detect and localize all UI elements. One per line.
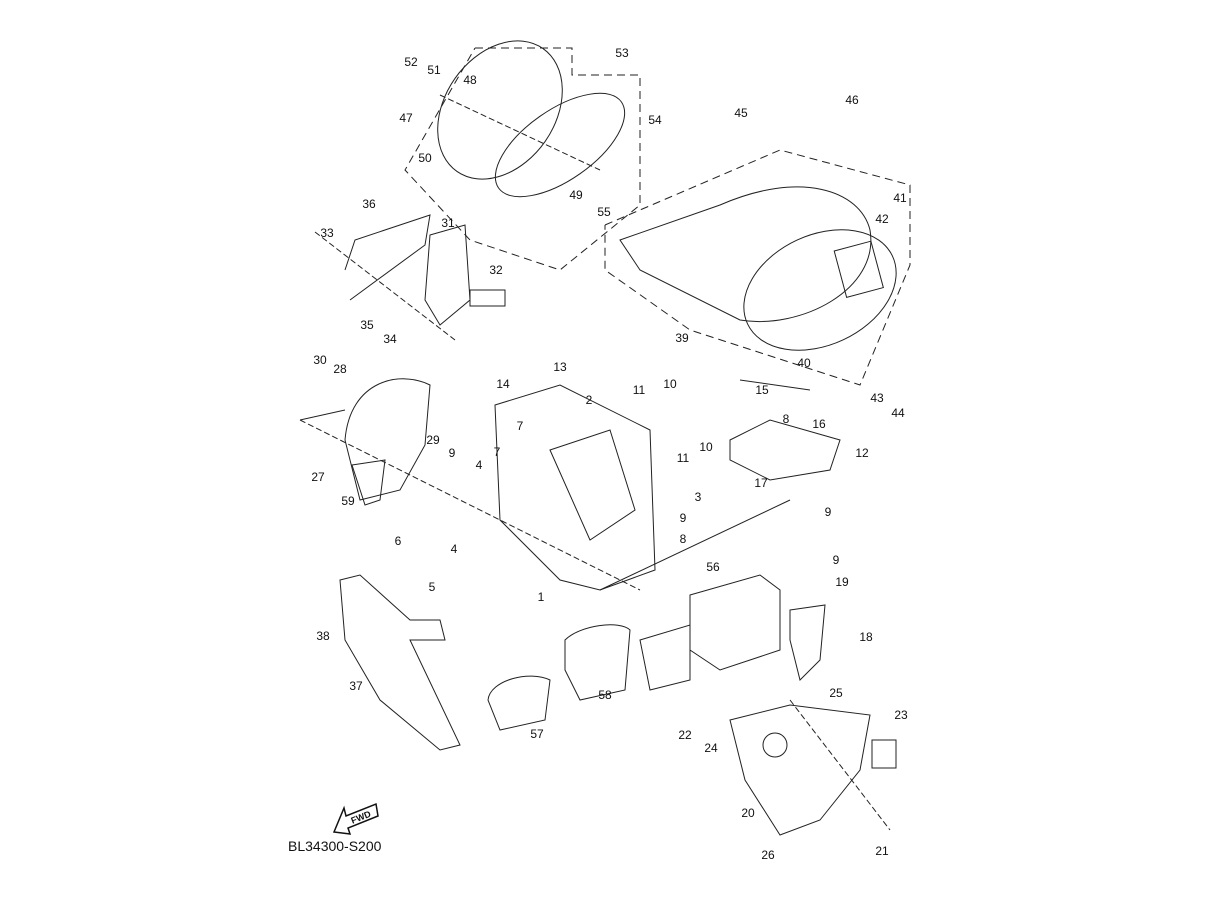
callout[interactable]: 28 <box>333 362 347 376</box>
callout[interactable]: 11 <box>632 383 646 397</box>
callout[interactable]: 33 <box>320 226 334 240</box>
callout[interactable]: 19 <box>835 575 849 589</box>
callout[interactable]: 22 <box>678 728 692 742</box>
callout[interactable]: 38 <box>316 629 330 643</box>
callout[interactable]: 14 <box>496 377 510 391</box>
callout[interactable]: 58 <box>598 688 612 702</box>
callout[interactable]: 36 <box>362 197 376 211</box>
callout[interactable]: 1 <box>537 590 545 604</box>
callout[interactable]: 42 <box>875 212 889 226</box>
filter-parts-group <box>487 574 826 731</box>
callout[interactable]: 15 <box>755 383 769 397</box>
callout[interactable]: 46 <box>845 93 859 107</box>
callout[interactable]: 43 <box>870 391 884 405</box>
callout[interactable]: 17 <box>754 476 768 490</box>
side-cover-right-group <box>604 149 911 386</box>
callout[interactable]: 50 <box>418 151 432 165</box>
callout[interactable]: 7 <box>516 419 524 433</box>
callout[interactable]: 6 <box>394 534 402 548</box>
bracket-36-group <box>314 214 506 341</box>
callout[interactable]: 51 <box>427 63 441 77</box>
callout[interactable]: 3 <box>694 490 702 504</box>
callout[interactable]: 10 <box>699 440 713 454</box>
callout[interactable]: 9 <box>824 505 832 519</box>
callout[interactable]: 5 <box>428 580 436 594</box>
battery-box-group <box>299 384 791 591</box>
callout[interactable]: 9 <box>679 511 687 525</box>
heat-guard-37-group <box>339 574 461 751</box>
callout[interactable]: 52 <box>404 55 418 69</box>
callout[interactable]: 45 <box>734 106 748 120</box>
tray-12-group <box>729 379 841 481</box>
callout[interactable]: 18 <box>859 630 873 644</box>
callout[interactable]: 40 <box>797 356 811 370</box>
callout[interactable]: 47 <box>399 111 413 125</box>
callout[interactable]: 7 <box>493 445 501 459</box>
callout[interactable]: 11 <box>676 451 690 465</box>
callout[interactable]: 32 <box>489 263 503 277</box>
forward-arrow-icon: FWD <box>332 800 380 841</box>
callout[interactable]: 2 <box>585 393 593 407</box>
callout[interactable]: 29 <box>426 433 440 447</box>
callout[interactable]: 53 <box>615 46 629 60</box>
air-box-left-group <box>299 378 431 506</box>
callout[interactable]: 49 <box>569 188 583 202</box>
callout[interactable]: 37 <box>349 679 363 693</box>
callout[interactable]: 44 <box>891 406 905 420</box>
callout[interactable]: 16 <box>812 417 826 431</box>
callout[interactable]: 57 <box>530 727 544 741</box>
callout[interactable]: 4 <box>450 542 458 556</box>
callout[interactable]: 30 <box>313 353 327 367</box>
callout[interactable]: 21 <box>875 844 889 858</box>
callout[interactable]: 9 <box>448 446 456 460</box>
callout[interactable]: 39 <box>675 331 689 345</box>
callout[interactable]: 10 <box>663 377 677 391</box>
callout[interactable]: 35 <box>360 318 374 332</box>
callout[interactable]: 25 <box>829 686 843 700</box>
callout[interactable]: 13 <box>553 360 567 374</box>
callout[interactable]: 41 <box>893 191 907 205</box>
callout[interactable]: 31 <box>441 216 455 230</box>
callout[interactable]: 27 <box>311 470 325 484</box>
callout[interactable]: 54 <box>648 113 662 127</box>
cover-20-group <box>729 699 897 836</box>
callout[interactable]: 20 <box>741 806 755 820</box>
callout[interactable]: 34 <box>383 332 397 346</box>
callout[interactable]: 55 <box>597 205 611 219</box>
callout[interactable]: 23 <box>894 708 908 722</box>
callout[interactable]: 59 <box>341 494 355 508</box>
callout[interactable]: 4 <box>475 458 483 472</box>
callout[interactable]: 26 <box>761 848 775 862</box>
diagram-code: BL34300-S200 <box>288 838 382 854</box>
callout[interactable]: 12 <box>855 446 869 460</box>
callout[interactable]: 48 <box>463 73 477 87</box>
callout[interactable]: 56 <box>706 560 720 574</box>
callout[interactable]: 9 <box>832 553 840 567</box>
callout[interactable]: 8 <box>679 532 687 546</box>
callout[interactable]: 8 <box>782 412 790 426</box>
side-cover-left-group <box>404 40 641 271</box>
callout[interactable]: 24 <box>704 741 718 755</box>
